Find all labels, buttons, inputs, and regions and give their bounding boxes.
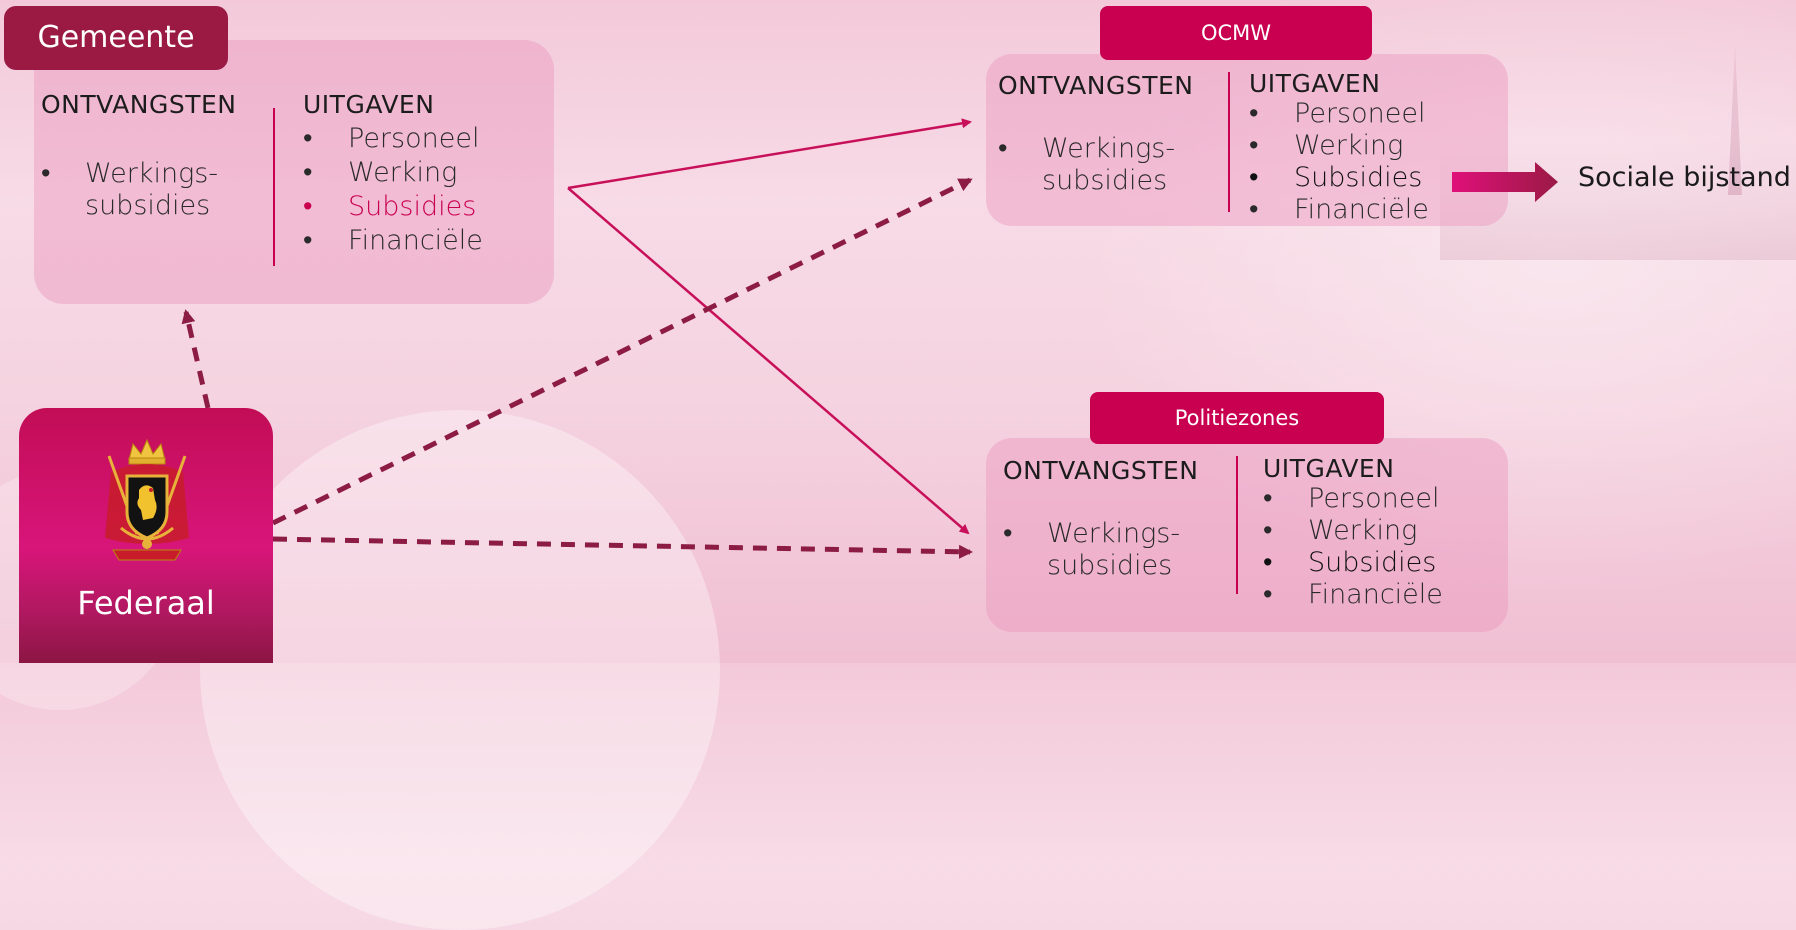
politiezones-title: Politiezones: [1090, 392, 1384, 444]
list-item: •Werking: [303, 157, 458, 188]
gemeente-ontvangsten-line2: subsidies: [85, 190, 211, 221]
list-item: •Werking: [1249, 130, 1404, 161]
gemeente-ontvangsten-line1: Werkings-: [85, 158, 219, 189]
gemeente-box: [34, 40, 554, 304]
politiezones-ontvangsten-line1: Werkings-: [1047, 518, 1181, 549]
ocmw-ontvangsten-line1: Werkings-: [1042, 133, 1176, 164]
ocmw-ontvangsten-line2: subsidies: [1042, 165, 1168, 196]
list-item-highlighted: •Subsidies: [1249, 162, 1423, 193]
ocmw-uitgaven-header: UITGAVEN: [1249, 69, 1381, 98]
gemeente-uitgaven-list: •Personeel •Werking •Subsidies •Financië…: [303, 122, 483, 258]
ocmw-uitgaven-list: •Personeel •Werking •Subsidies •Financië…: [1249, 98, 1429, 226]
ocmw-title: OCMW: [1100, 6, 1372, 60]
arrow-gemeente-to-politiezones: [567, 187, 970, 535]
politiezones-divider: [1236, 456, 1238, 594]
arrow-federaal-to-ocmw: [271, 177, 973, 526]
list-item: •Personeel: [303, 123, 480, 154]
arrow-federaal-to-gemeente: [181, 309, 211, 409]
list-item: •Werking: [1263, 515, 1418, 546]
list-item: •Financiële: [1249, 194, 1429, 225]
bullet: •: [998, 133, 1008, 164]
federaal-label: Federaal: [77, 584, 215, 622]
politiezones-ontvangsten-header: ONTVANGSTEN: [1003, 456, 1199, 485]
politiezones-uitgaven-header: UITGAVEN: [1263, 454, 1395, 483]
ocmw-ontvangsten-header: ONTVANGSTEN: [998, 71, 1194, 100]
arrow-gemeente-to-ocmw: [567, 118, 972, 190]
connector-arrows: [181, 118, 1558, 559]
gemeente-divider: [273, 108, 275, 266]
gemeente-title: Gemeente: [4, 6, 228, 70]
bullet: •: [41, 158, 51, 189]
belgian-coat-of-arms-icon: [105, 438, 189, 561]
list-item: •Personeel: [1249, 98, 1426, 129]
federaal-box: Federaal: [19, 408, 273, 663]
gemeente-ontvangsten-header: ONTVANGSTEN: [41, 90, 237, 119]
politiezones-box: [986, 438, 1508, 632]
list-item: •Financiële: [1263, 579, 1443, 610]
list-item: •Financiële: [303, 225, 483, 256]
sociale-bijstand-label: Sociale bijstand: [1578, 162, 1791, 193]
politiezones-uitgaven-list: •Personeel •Werking •Subsidies •Financië…: [1263, 483, 1443, 611]
ocmw-divider: [1228, 72, 1230, 212]
list-item: •Personeel: [1263, 483, 1440, 514]
arrow-federaal-to-politiezones: [272, 536, 973, 559]
ocmw-box: [986, 54, 1508, 226]
list-item-highlighted: •Subsidies: [303, 191, 477, 222]
bullet: •: [1003, 518, 1013, 549]
list-item-highlighted: •Subsidies: [1263, 547, 1437, 578]
politiezones-ontvangsten-line2: subsidies: [1047, 550, 1173, 581]
gemeente-uitgaven-header: UITGAVEN: [303, 90, 435, 119]
arrow-ocmw-to-sociale-bijstand: [1452, 162, 1558, 202]
